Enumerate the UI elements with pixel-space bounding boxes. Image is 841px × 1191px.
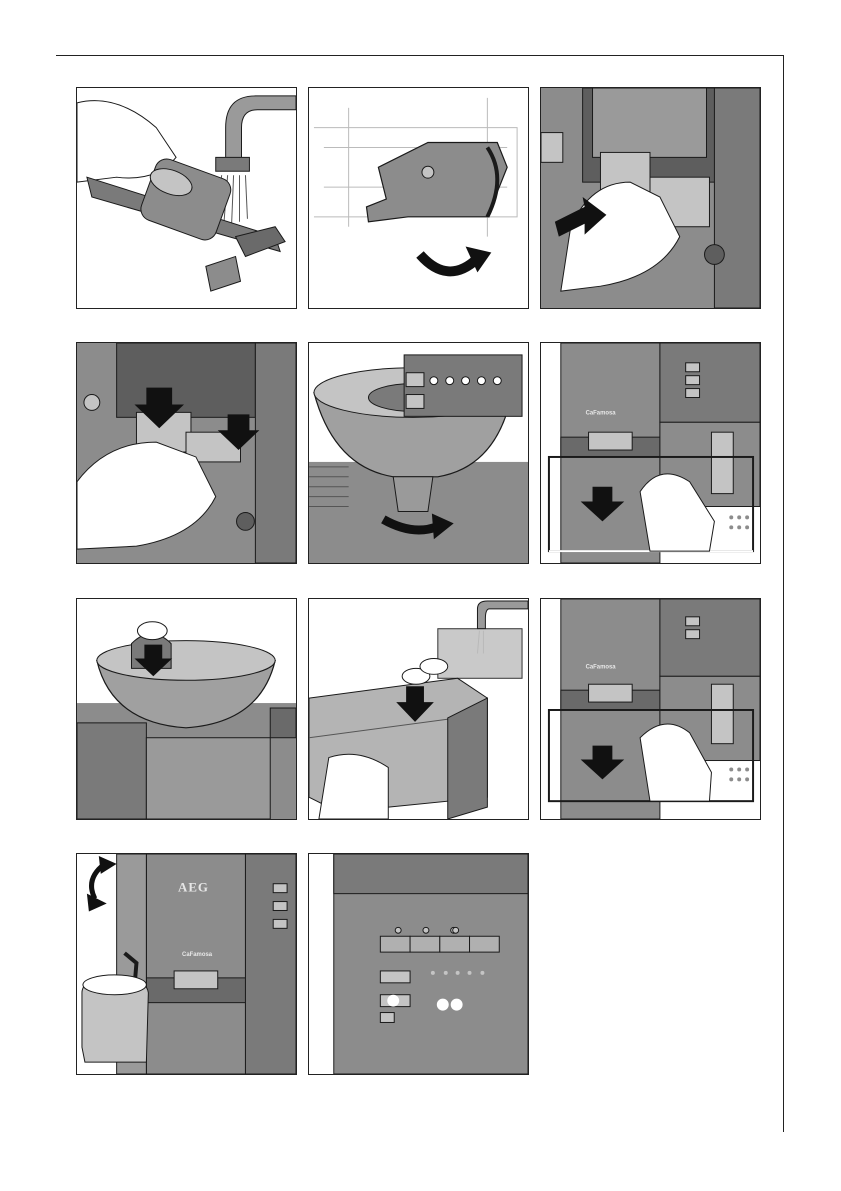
push-arrow-icon — [541, 88, 760, 308]
illustration-insert-brew-unit — [540, 87, 761, 309]
product-label: CaFamosa — [182, 952, 213, 958]
tablet-icon — [77, 599, 296, 819]
illustration-turn-bean-container — [308, 342, 529, 564]
page-right-rule — [783, 55, 784, 1132]
illustration-press-brew-unit — [76, 342, 297, 564]
tablet-icon — [309, 599, 528, 819]
down-arrow-icon: CaFamosa — [541, 343, 760, 563]
brand-logo: AEG — [178, 881, 209, 895]
illustration-rinse-brew-unit — [76, 87, 297, 309]
indicator-light-icon — [309, 854, 528, 1074]
page-top-rule — [56, 55, 783, 56]
illustration-insert-cleaning-tablet — [76, 598, 297, 820]
rotate-arrow-icon: AEG CaFamosa — [77, 854, 296, 1074]
product-label: CaFamosa — [586, 410, 617, 416]
illustration-fill-water-tank-tablets — [308, 598, 529, 820]
product-label: CaFamosa — [586, 664, 617, 670]
illustration-open-service-door: CaFamosa — [540, 342, 761, 564]
illustration-close-service-door: CaFamosa — [540, 598, 761, 820]
down-arrow-icon: CaFamosa — [541, 599, 760, 819]
illustration-steam-nozzle-jug: AEG CaFamosa — [76, 853, 297, 1075]
tap-water-icon — [77, 88, 296, 308]
rotate-arrow-icon — [309, 343, 528, 563]
illustration-rotate-brew-unit — [308, 87, 529, 309]
rotate-arrow-icon — [309, 88, 528, 308]
down-arrow-icon — [77, 343, 296, 563]
illustration-control-panel-lights — [308, 853, 529, 1075]
